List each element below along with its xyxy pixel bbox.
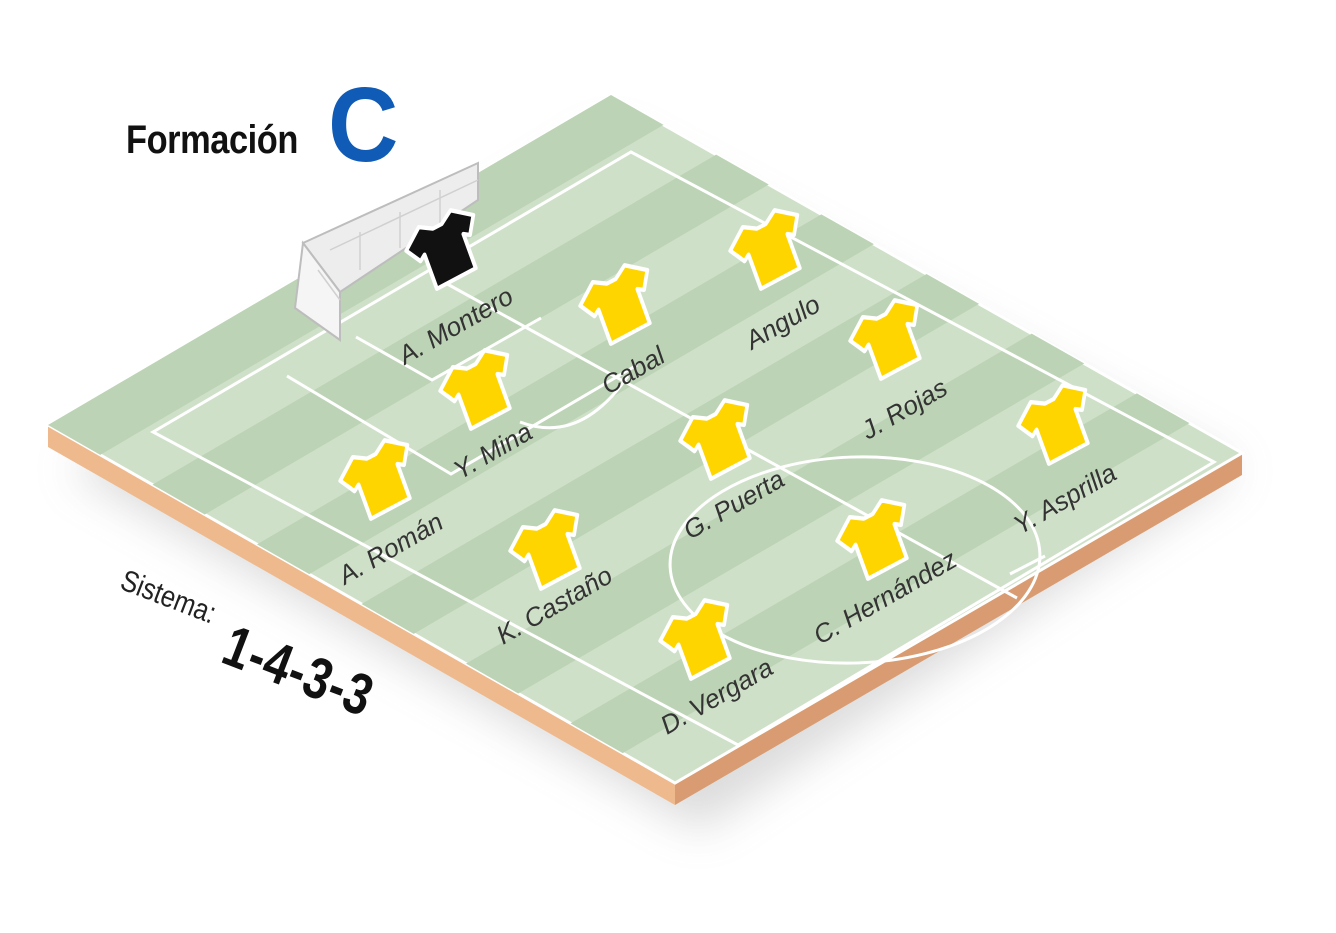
pitch-stripe bbox=[152, 154, 769, 515]
pitch-stripe bbox=[257, 214, 874, 575]
title-word: Formación bbox=[126, 118, 298, 162]
pitch-stripe bbox=[466, 333, 1085, 694]
title-letter: C bbox=[328, 66, 399, 184]
pitch-side-right bbox=[675, 453, 1242, 805]
field-markings bbox=[0, 0, 1214, 745]
pitch-side-left bbox=[48, 425, 675, 805]
goal bbox=[293, 161, 479, 342]
